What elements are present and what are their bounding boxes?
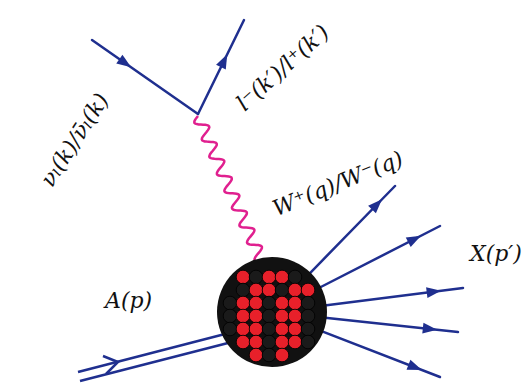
neutron [301, 296, 315, 310]
proton [275, 335, 289, 349]
lepton-label: l⁻(k′)/l⁺(k′) [233, 21, 334, 115]
proton [262, 283, 276, 297]
proton [288, 322, 302, 336]
nucleus-arrow [103, 356, 118, 374]
neutron [262, 322, 276, 336]
neutron [301, 309, 315, 323]
neutron [262, 348, 276, 362]
arrowhead [368, 199, 382, 213]
proton [249, 348, 263, 362]
proton [249, 322, 263, 336]
proton [236, 335, 250, 349]
proton [288, 309, 302, 323]
proton [249, 283, 263, 297]
proton [236, 322, 250, 336]
arrowhead [407, 360, 422, 370]
arrowhead [426, 287, 441, 298]
nucleus-line [78, 334, 225, 372]
neutron [249, 270, 263, 284]
arrowheads [116, 54, 441, 370]
fermion-line [323, 317, 458, 332]
proton [288, 283, 302, 297]
proton [249, 335, 263, 349]
target-label: A(p) [105, 290, 152, 312]
neutron [262, 296, 276, 310]
final-state-label: X(p′) [470, 243, 522, 265]
fermion-line [320, 330, 440, 377]
neutron [223, 322, 237, 336]
neutron [262, 309, 276, 323]
neutron [275, 283, 289, 297]
arrowhead [216, 54, 227, 69]
boson-label: W⁺(q)/W⁻(q) [270, 148, 407, 220]
proton [249, 296, 263, 310]
particle-lines [78, 20, 463, 381]
fermion-line [323, 288, 463, 306]
proton [275, 296, 289, 310]
fermion-line [317, 226, 440, 289]
arrowhead [116, 55, 131, 68]
proton [262, 270, 276, 284]
neutron [262, 335, 276, 349]
neutron [301, 322, 315, 336]
proton [301, 283, 315, 297]
proton [275, 322, 289, 336]
w-boson-line [194, 116, 262, 262]
proton [288, 296, 302, 310]
neutron [301, 335, 315, 349]
neutrino-label: νₗ(k)/ν̄ₗ(k) [37, 90, 113, 191]
neutron [223, 309, 237, 323]
proton [275, 348, 289, 362]
proton [275, 270, 289, 284]
neutron [288, 270, 302, 284]
nucleus-blob [217, 257, 327, 367]
nucleus-line [80, 343, 228, 381]
neutron [223, 296, 237, 310]
nucleus-body [217, 257, 327, 367]
proton [236, 309, 250, 323]
proton [236, 296, 250, 310]
proton [249, 309, 263, 323]
arrowhead [422, 323, 437, 334]
neutron [236, 283, 250, 297]
proton [288, 335, 302, 349]
proton [275, 309, 289, 323]
arrowhead [406, 236, 421, 247]
proton [236, 270, 250, 284]
